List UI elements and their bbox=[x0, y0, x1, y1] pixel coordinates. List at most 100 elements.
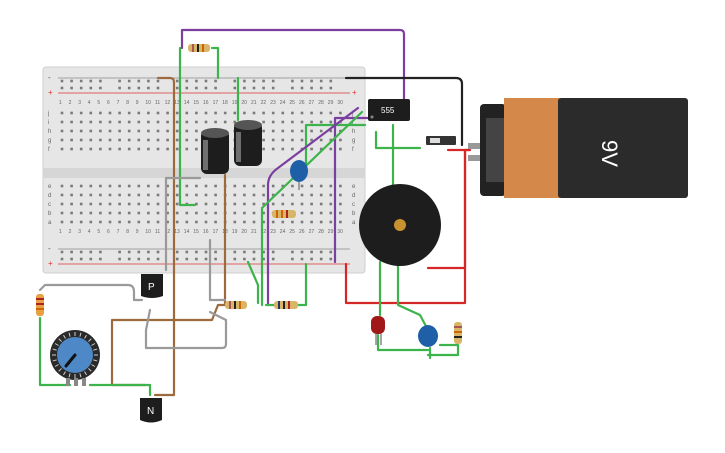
breadboard-hole[interactable] bbox=[271, 79, 275, 83]
breadboard-hole[interactable] bbox=[60, 147, 64, 151]
breadboard-hole[interactable] bbox=[252, 79, 256, 83]
breadboard-hole[interactable] bbox=[70, 79, 73, 83]
wire-brown[interactable] bbox=[153, 76, 176, 397]
breadboard-hole[interactable] bbox=[185, 193, 189, 197]
breadboard-hole[interactable] bbox=[147, 129, 150, 133]
breadboard-hole[interactable] bbox=[291, 120, 294, 124]
breadboard-hole[interactable] bbox=[185, 147, 189, 151]
breadboard-hole[interactable] bbox=[89, 193, 93, 197]
resistor-led[interactable] bbox=[454, 322, 462, 344]
breadboard-hole[interactable] bbox=[156, 147, 160, 151]
breadboard-hole[interactable] bbox=[166, 193, 169, 197]
breadboard-hole[interactable] bbox=[329, 257, 333, 261]
breadboard-hole[interactable] bbox=[99, 257, 102, 261]
breadboard-hole[interactable] bbox=[118, 184, 121, 188]
breadboard-hole[interactable] bbox=[185, 129, 189, 133]
breadboard-hole[interactable] bbox=[291, 220, 294, 224]
breadboard-hole[interactable] bbox=[137, 250, 141, 254]
slide-switch[interactable] bbox=[426, 136, 456, 145]
breadboard-hole[interactable] bbox=[156, 193, 160, 197]
breadboard-hole[interactable] bbox=[175, 257, 179, 261]
breadboard-hole[interactable] bbox=[300, 211, 304, 215]
breadboard-hole[interactable] bbox=[281, 184, 285, 188]
wire-green[interactable] bbox=[304, 123, 367, 172]
breadboard-hole[interactable] bbox=[252, 202, 256, 206]
breadboard-hole[interactable] bbox=[271, 138, 275, 142]
breadboard-hole[interactable] bbox=[70, 250, 73, 254]
breadboard-hole[interactable] bbox=[233, 86, 237, 90]
breadboard-hole[interactable] bbox=[147, 193, 150, 197]
breadboard-hole[interactable] bbox=[319, 129, 323, 133]
wire-gray[interactable] bbox=[144, 308, 228, 350]
breadboard-hole[interactable] bbox=[233, 120, 237, 124]
breadboard-hole[interactable] bbox=[310, 86, 313, 90]
breadboard-hole[interactable] bbox=[156, 129, 160, 133]
breadboard-hole[interactable] bbox=[214, 79, 217, 83]
resistor-middle[interactable] bbox=[272, 210, 296, 218]
breadboard-hole[interactable] bbox=[99, 86, 102, 90]
breadboard-hole[interactable] bbox=[291, 202, 294, 206]
breadboard-hole[interactable] bbox=[175, 111, 179, 115]
breadboard-hole[interactable] bbox=[329, 211, 333, 215]
breadboard-hole[interactable] bbox=[310, 220, 313, 224]
breadboard-hole[interactable] bbox=[291, 129, 294, 133]
breadboard-hole[interactable] bbox=[195, 86, 198, 90]
breadboard-hole[interactable] bbox=[281, 138, 285, 142]
breadboard-hole[interactable] bbox=[127, 193, 131, 197]
breadboard-hole[interactable] bbox=[108, 120, 112, 124]
breadboard-hole[interactable] bbox=[204, 79, 208, 83]
breadboard-hole[interactable] bbox=[156, 250, 160, 254]
breadboard-hole[interactable] bbox=[175, 184, 179, 188]
breadboard-hole[interactable] bbox=[89, 257, 93, 261]
breadboard-hole[interactable] bbox=[108, 138, 112, 142]
breadboard-hole[interactable] bbox=[99, 184, 102, 188]
wire-green[interactable] bbox=[246, 260, 260, 305]
transistor-pnp[interactable]: P bbox=[141, 274, 163, 298]
breadboard-hole[interactable] bbox=[252, 257, 256, 261]
breadboard-hole[interactable] bbox=[262, 220, 265, 224]
breadboard-hole[interactable] bbox=[281, 193, 285, 197]
breadboard-hole[interactable] bbox=[89, 184, 93, 188]
breadboard-hole[interactable] bbox=[137, 147, 141, 151]
breadboard-hole[interactable] bbox=[214, 86, 217, 90]
breadboard-hole[interactable] bbox=[291, 184, 294, 188]
breadboard-hole[interactable] bbox=[329, 220, 333, 224]
breadboard-hole[interactable] bbox=[329, 250, 333, 254]
ic-555[interactable]: 555 bbox=[368, 99, 410, 121]
resistor-pot-left[interactable] bbox=[36, 294, 44, 316]
breadboard-hole[interactable] bbox=[79, 202, 83, 206]
breadboard-hole[interactable] bbox=[156, 220, 160, 224]
resistors[interactable] bbox=[36, 44, 462, 344]
breadboard-hole[interactable] bbox=[99, 79, 102, 83]
breadboard-hole[interactable] bbox=[127, 111, 131, 115]
breadboard-hole[interactable] bbox=[262, 211, 265, 215]
breadboard-hole[interactable] bbox=[147, 202, 150, 206]
breadboard-hole[interactable] bbox=[127, 202, 131, 206]
breadboard-hole[interactable] bbox=[252, 250, 256, 254]
breadboard-hole[interactable] bbox=[147, 184, 150, 188]
breadboard-hole[interactable] bbox=[243, 193, 246, 197]
breadboard-hole[interactable] bbox=[281, 147, 285, 151]
breadboard-hole[interactable] bbox=[243, 250, 246, 254]
breadboard-hole[interactable] bbox=[79, 138, 83, 142]
breadboard-hole[interactable] bbox=[99, 250, 102, 254]
breadboard-hole[interactable] bbox=[233, 193, 237, 197]
breadboard-hole[interactable] bbox=[175, 120, 179, 124]
breadboard-hole[interactable] bbox=[60, 257, 64, 261]
breadboard-hole[interactable] bbox=[118, 79, 121, 83]
breadboard-hole[interactable] bbox=[99, 111, 102, 115]
wire-green[interactable] bbox=[426, 343, 460, 357]
battery-9v[interactable]: 9V bbox=[468, 98, 688, 198]
breadboard-hole[interactable] bbox=[99, 220, 102, 224]
breadboard-hole[interactable] bbox=[175, 147, 179, 151]
breadboard-hole[interactable] bbox=[185, 257, 189, 261]
breadboard-hole[interactable] bbox=[137, 193, 141, 197]
breadboard-hole[interactable] bbox=[60, 211, 64, 215]
breadboard-hole[interactable] bbox=[319, 147, 323, 151]
breadboard-hole[interactable] bbox=[118, 202, 121, 206]
breadboard-hole[interactable] bbox=[291, 111, 294, 115]
breadboard-hole[interactable] bbox=[195, 220, 198, 224]
breadboard-hole[interactable] bbox=[291, 86, 294, 90]
wire-green[interactable] bbox=[294, 262, 308, 307]
